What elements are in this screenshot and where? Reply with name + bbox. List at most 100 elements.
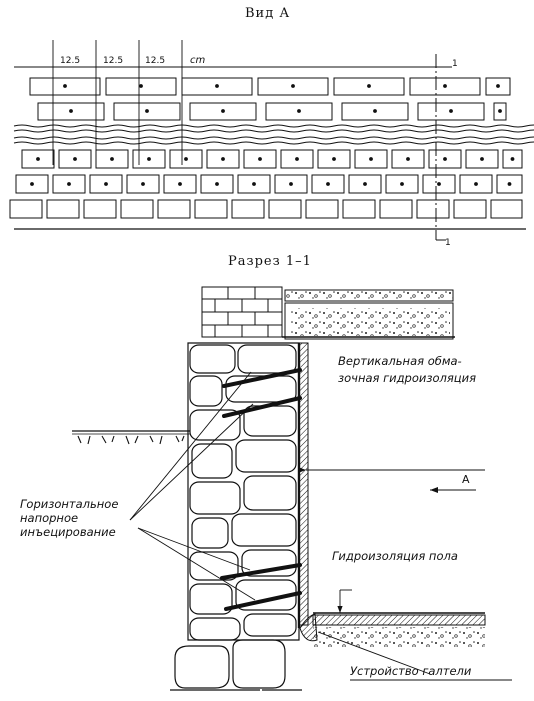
arrow-a-label: A (462, 473, 470, 486)
injection-hole (69, 109, 73, 113)
label-horizontal-injection-1: Горизонтальное (20, 497, 119, 511)
brick (21, 149, 55, 169)
brick (416, 199, 450, 219)
injection-hole (215, 182, 219, 186)
injection-hole (443, 157, 447, 161)
label-vertical-waterproofing-2: зочная гидроизоляция (338, 371, 476, 385)
injection-hole (178, 182, 182, 186)
brick (9, 199, 43, 219)
brick (265, 102, 333, 121)
floor-slab-upper (282, 289, 455, 340)
injection-hole (145, 109, 149, 113)
brick (46, 199, 80, 219)
rubble-stone (189, 551, 239, 581)
injection-hole (496, 84, 500, 88)
mortar-course (13, 141, 534, 145)
rubble-stone (189, 583, 233, 615)
brick (163, 174, 197, 194)
rubble-stone (243, 475, 297, 511)
injection-hole (510, 157, 515, 161)
brick (105, 77, 177, 96)
brick (268, 199, 302, 219)
injection-hole (289, 182, 293, 186)
brick (417, 102, 485, 121)
brick (409, 77, 481, 96)
wall-outline (187, 342, 300, 641)
brick (333, 77, 405, 96)
brick (243, 149, 277, 169)
brick (189, 102, 257, 121)
injection-hole (332, 157, 336, 161)
injection-hole (369, 157, 373, 161)
brick (58, 149, 92, 169)
dimension-label-2: 12.5 (103, 56, 124, 66)
brick (465, 149, 499, 169)
brick (157, 199, 191, 219)
brick (194, 199, 228, 219)
rubble-stone (225, 375, 297, 403)
brick (37, 102, 105, 121)
injection-hole (110, 157, 114, 161)
injection-hole (480, 157, 484, 161)
rubble-stone (191, 517, 229, 549)
brick (280, 149, 314, 169)
brick-elevation (9, 77, 534, 219)
injection-hole (139, 84, 143, 88)
injection-hole (363, 182, 367, 186)
injection-hole (221, 109, 225, 113)
injection-hole (367, 84, 371, 88)
injection-leader-lines (129, 371, 256, 601)
rubble-stone (189, 481, 241, 515)
brick (231, 199, 265, 219)
brick (200, 174, 234, 194)
rubble-stone (189, 344, 236, 374)
fillet-detail (299, 613, 318, 642)
injection-hole (30, 182, 34, 186)
label-horizontal-injection-2: напорное (20, 511, 79, 525)
brick (341, 102, 409, 121)
fillet-leader (317, 631, 431, 675)
brick (379, 199, 413, 219)
brick (305, 199, 339, 219)
injection-hole (252, 182, 256, 186)
section-title: Разрез 1–1 (228, 254, 312, 269)
injection-hole (449, 109, 453, 113)
brick (169, 149, 203, 169)
mortar-course (13, 124, 534, 128)
mortar-course (13, 129, 534, 133)
brick (120, 199, 154, 219)
view-title: Вид А (245, 6, 291, 21)
label-vertical-waterproofing-1: Вертикальная обма- (338, 354, 462, 368)
rubble-stone (231, 513, 297, 547)
injection-hole (498, 109, 502, 113)
injection-hole (474, 182, 478, 186)
brick (113, 102, 181, 121)
section-mark-top: 1 (452, 59, 458, 69)
rubble-stone (235, 439, 297, 473)
brick (485, 77, 511, 96)
brick (490, 199, 523, 219)
label-fillet: Устройство галтели (350, 664, 472, 678)
rubble-stone (189, 617, 241, 641)
brick (83, 199, 117, 219)
injection-hole (400, 182, 404, 186)
upper-brick-wall (201, 286, 283, 338)
injection-hole (443, 84, 447, 88)
dimension-label-3: 12.5 (145, 56, 166, 66)
rubble-stone (189, 375, 223, 407)
brick (459, 174, 493, 194)
injection-hole (36, 157, 40, 161)
mortar-course (13, 136, 534, 140)
injection-hole (147, 157, 151, 161)
dimension-unit: cm (190, 55, 206, 66)
rubble-stone (241, 549, 297, 577)
brick (348, 174, 382, 194)
injection-hole (507, 182, 512, 186)
injection-hole (373, 109, 377, 113)
brick (453, 199, 487, 219)
brick (493, 102, 507, 121)
injection-hole (215, 84, 219, 88)
brick (354, 149, 388, 169)
